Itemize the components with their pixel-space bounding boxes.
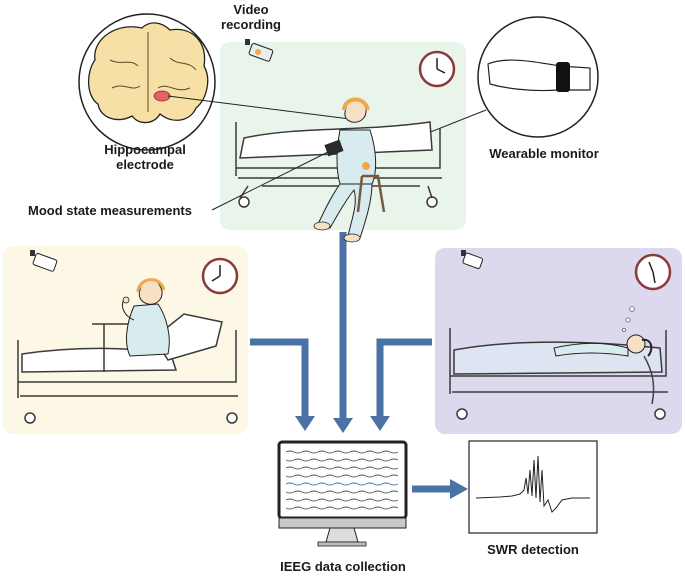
arrowhead-rest: [295, 416, 315, 431]
sleep-z-icon: [622, 306, 635, 332]
patient-icon: [121, 278, 170, 357]
wearable-monitor-label: Wearable monitor: [489, 146, 599, 161]
clock-icon: [418, 50, 456, 88]
data-flow-arrows: [250, 232, 452, 493]
hippocampal-electrode-label: Hippocampal electrode: [90, 142, 200, 172]
camera-icon: [461, 250, 484, 269]
hippocampal-line2: electrode: [116, 157, 174, 172]
patient-icon: [553, 334, 655, 405]
ieeg-label: IEEG data collection: [280, 559, 406, 574]
clock-icon: [634, 253, 672, 291]
electrode-lead: [167, 95, 359, 121]
arrowhead-swr: [450, 479, 468, 499]
hippocampal-line1: Hippocampal: [104, 142, 186, 157]
mood-state-label: Mood state measurements: [28, 203, 192, 218]
arrow-from-rest: [250, 338, 309, 418]
camera-icon: [30, 250, 58, 272]
brain-inset: [78, 13, 359, 151]
arrow-from-sleep: [376, 338, 432, 418]
patient-icon: [211, 97, 386, 243]
wrist-monitor-icon: [556, 62, 570, 92]
video-recording-label: Video recording: [221, 2, 281, 32]
hippocampus-marker: [153, 90, 171, 102]
video-recording-line1: Video: [233, 2, 269, 17]
arrowhead-awake: [333, 418, 353, 433]
camera-icon: [245, 39, 274, 62]
swr-label: SWR detection: [487, 542, 579, 557]
rest-panel: [3, 246, 248, 434]
sleep-panel: [435, 248, 682, 434]
arrowhead-sleep: [370, 416, 390, 431]
mood-lead: [211, 151, 329, 211]
tablet: [324, 139, 344, 157]
wearable-inset: [379, 16, 599, 153]
clock-icon: [201, 257, 239, 295]
video-recording-line2: recording: [221, 17, 281, 32]
ieeg-traces: [285, 450, 399, 510]
monitor-icon: [277, 440, 408, 547]
swr-trace: [475, 455, 590, 513]
